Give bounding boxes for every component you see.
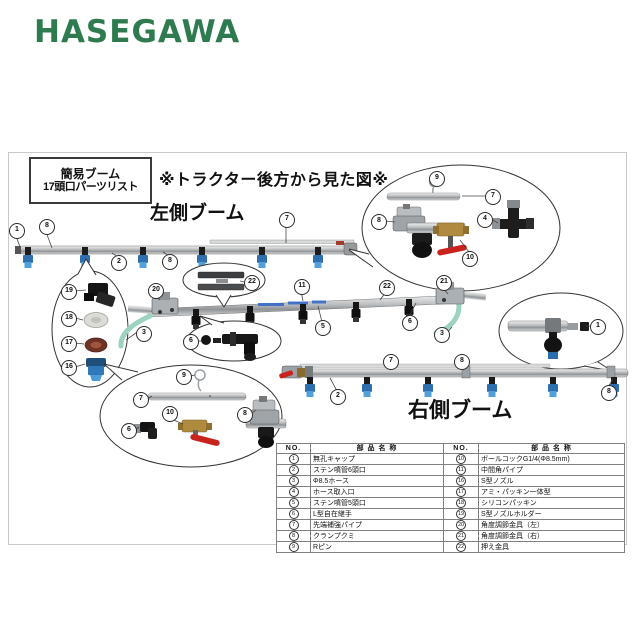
- callout-8: 8: [39, 219, 55, 235]
- header-name-left: 部 品 名 称: [310, 443, 444, 454]
- header-name-right: 部 品 名 称: [478, 443, 625, 454]
- part-name: Rピン: [310, 541, 444, 553]
- part-name: 押え金具: [478, 541, 625, 553]
- callout-10: 10: [462, 251, 478, 267]
- title-line2: 17頭口パーツリスト: [42, 181, 139, 193]
- callout-9: 9: [176, 369, 192, 385]
- table-row: 5 ステン噴管5頭口 18 シリコンパッキン: [276, 497, 625, 509]
- part-name: S型ノズル: [478, 475, 625, 487]
- part-name: L型自在継手: [310, 508, 444, 520]
- callout-7: 7: [485, 189, 501, 205]
- part-no: 17: [456, 487, 466, 497]
- part-no: 18: [456, 498, 466, 508]
- part-name: シリコンパッキン: [478, 497, 625, 509]
- callout-22: 22: [244, 275, 260, 291]
- part-name: クランプクミ: [310, 530, 444, 542]
- part-no: 9: [288, 542, 299, 552]
- part-name: 無孔キャップ: [310, 453, 444, 465]
- callout-4: 4: [477, 212, 493, 228]
- callout-8: 8: [162, 254, 178, 270]
- part-no: 5: [288, 498, 299, 508]
- part-name: 角度調節金具（右）: [478, 530, 625, 542]
- part-no: 22: [456, 542, 466, 552]
- callout-8: 8: [601, 385, 617, 401]
- callout-22: 22: [379, 280, 395, 296]
- table-row: 3 Φ8.5ホース 16 S型ノズル: [276, 475, 625, 487]
- callout-6: 6: [121, 423, 137, 439]
- right-boom-label: 右側ブーム: [408, 399, 513, 422]
- parts-table: NO. 部 品 名 称 NO. 部 品 名 称 1 無孔キャップ 10 ボールコ…: [276, 443, 625, 553]
- part-no: 4: [288, 487, 299, 497]
- callout-20: 20: [148, 283, 164, 299]
- callout-7: 7: [279, 212, 295, 228]
- callout-21: 21: [436, 275, 452, 291]
- callout-7: 7: [133, 392, 149, 408]
- brand-logo: HASEGAWA: [34, 14, 241, 50]
- part-name: ボールコックG1/4(Φ8.5mm): [478, 453, 625, 465]
- callout-8: 8: [237, 407, 253, 423]
- part-name: ステン噴管5頭口: [310, 497, 444, 509]
- callout-18: 18: [61, 311, 77, 327]
- table-row: 1 無孔キャップ 10 ボールコックG1/4(Φ8.5mm): [276, 453, 625, 465]
- callout-16: 16: [61, 360, 77, 376]
- title-box: 簡易ブーム 17頭口パーツリスト: [29, 157, 152, 204]
- table-row: 7 先端補強パイプ 20 角度調節金具（左）: [276, 519, 625, 531]
- callout-5: 5: [315, 320, 331, 336]
- table-row: 2 ステン噴管6頭口 11 中間角パイプ: [276, 464, 625, 476]
- callout-2: 2: [111, 255, 127, 271]
- header-no-left: NO.: [276, 443, 311, 454]
- view-note: ※トラクター後方から見た図※: [159, 172, 389, 189]
- part-no: 2: [288, 465, 299, 475]
- part-no: 7: [288, 520, 299, 530]
- callout-10: 10: [162, 406, 178, 422]
- part-name: ステン噴管6頭口: [310, 464, 444, 476]
- callout-3: 3: [434, 327, 450, 343]
- callout-19: 19: [61, 284, 77, 300]
- callout-8: 8: [371, 214, 387, 230]
- part-name: アミ・パッキン一体型: [478, 486, 625, 498]
- part-no: 10: [456, 454, 466, 464]
- part-no: 20: [456, 520, 466, 530]
- part-no: 11: [456, 465, 466, 475]
- callout-3: 3: [136, 326, 152, 342]
- part-name: 先端補強パイプ: [310, 519, 444, 531]
- part-name: Φ8.5ホース: [310, 475, 444, 487]
- callout-2: 2: [330, 389, 346, 405]
- callout-9: 9: [429, 171, 445, 187]
- part-no: 16: [456, 476, 466, 486]
- callout-1: 1: [590, 319, 606, 335]
- header-no-right: NO.: [443, 443, 479, 454]
- callout-17: 17: [61, 336, 77, 352]
- part-no: 8: [288, 531, 299, 541]
- callout-1: 1: [9, 223, 25, 239]
- part-name: ホース取入口: [310, 486, 444, 498]
- part-name: S型ノズルホルダー: [478, 508, 625, 520]
- part-name: 角度調節金具（左）: [478, 519, 625, 531]
- part-no: 1: [288, 454, 299, 464]
- parts-table-header: NO. 部 品 名 称 NO. 部 品 名 称: [276, 443, 625, 454]
- part-no: 3: [288, 476, 299, 486]
- table-row: 6 L型自在継手 19 S型ノズルホルダー: [276, 508, 625, 520]
- part-no: 19: [456, 509, 466, 519]
- part-name: 中間角パイプ: [478, 464, 625, 476]
- table-row: 8 クランプクミ 21 角度調節金具（右）: [276, 530, 625, 542]
- callout-6: 6: [183, 334, 199, 350]
- part-no: 21: [456, 531, 466, 541]
- title-line1: 簡易ブーム: [60, 167, 121, 181]
- callout-11: 11: [294, 279, 310, 295]
- left-boom-label: 左側ブーム: [150, 203, 245, 224]
- part-no: 6: [288, 509, 299, 519]
- table-row: 9 Rピン 22 押え金具: [276, 541, 625, 553]
- table-row: 4 ホース取入口 17 アミ・パッキン一体型: [276, 486, 625, 498]
- callout-8: 8: [454, 354, 470, 370]
- callout-6: 6: [402, 315, 418, 331]
- callout-7: 7: [383, 354, 399, 370]
